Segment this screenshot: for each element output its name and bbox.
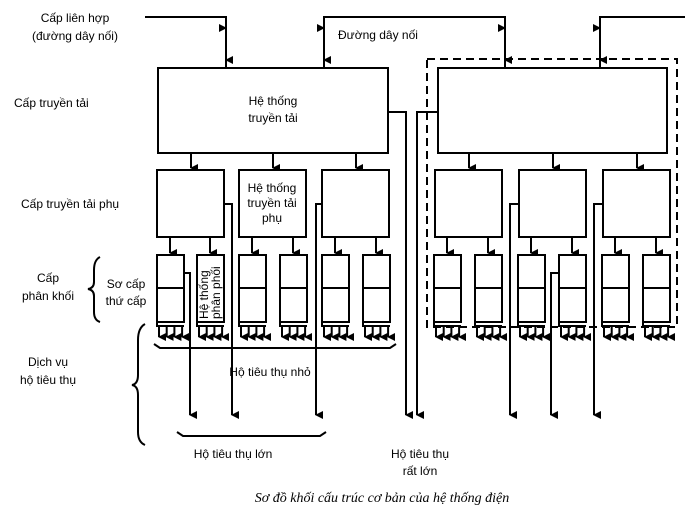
label-service-2: hộ tiêu thụ bbox=[20, 373, 76, 387]
label-primary: Sơ cấp bbox=[107, 277, 146, 291]
transmission-system-box-right bbox=[437, 67, 668, 154]
label-tie-line: Đường dây nối bbox=[338, 28, 418, 42]
label-small-consumers: Hộ tiêu thụ nhỏ bbox=[229, 365, 311, 379]
very-large-feed-left bbox=[388, 111, 413, 419]
label-very-large-2: rất lớn bbox=[403, 464, 438, 478]
distribution-system-1: Hệ thống bbox=[197, 270, 211, 319]
label-interconnect-2: (đường dây nối) bbox=[32, 29, 118, 43]
transmission-system-1: Hệ thống bbox=[249, 94, 298, 108]
large-feed bbox=[550, 272, 559, 419]
label-subtransmission-level: Cấp truyền tải phụ bbox=[21, 197, 119, 211]
subtransmission-system-2: truyền tải bbox=[247, 196, 296, 210]
label-large-consumers: Hộ tiêu thụ lớn bbox=[194, 447, 273, 461]
label-interconnect-1: Cấp liên hợp bbox=[41, 11, 110, 25]
subtransmission-system-3: phụ bbox=[262, 211, 282, 225]
tie-line-left bbox=[145, 16, 227, 68]
subtransmission-system-1: Hệ thống bbox=[248, 181, 297, 195]
large-consumers-brace bbox=[176, 431, 327, 437]
large-feed bbox=[509, 203, 519, 419]
large-feed bbox=[183, 272, 197, 419]
subtransmission-box bbox=[434, 169, 503, 238]
label-transmission-level: Cấp truyền tải bbox=[14, 96, 89, 110]
subtransmission-box bbox=[518, 169, 587, 238]
subtransmission-box bbox=[238, 169, 307, 238]
label-very-large-1: Hộ tiêu thụ bbox=[391, 447, 449, 461]
very-large-feed-right bbox=[416, 111, 438, 419]
tie-line-middle bbox=[323, 16, 506, 68]
label-secondary: thứ cấp bbox=[106, 294, 147, 308]
label-service-1: Dịch vụ bbox=[28, 355, 68, 369]
distribution-system-2: phân phối bbox=[209, 266, 223, 319]
subtransmission-box bbox=[156, 169, 225, 238]
subtransmission-box bbox=[602, 169, 671, 238]
service-brace bbox=[131, 323, 146, 446]
transmission-system-2: truyền tải bbox=[248, 111, 297, 125]
large-feed bbox=[593, 203, 603, 419]
distribution-brace bbox=[87, 256, 101, 323]
distribution-box bbox=[196, 254, 225, 323]
small-consumers-brace bbox=[153, 343, 397, 349]
tie-line-right bbox=[599, 16, 685, 68]
label-distribution-2: phân khối bbox=[22, 289, 74, 303]
large-feed bbox=[315, 203, 323, 419]
subtransmission-box bbox=[321, 169, 390, 238]
label-distribution-1: Cấp bbox=[37, 271, 59, 285]
caption: Sơ đồ khối cấu trúc cơ bản của hệ thống … bbox=[255, 491, 509, 506]
large-feed bbox=[223, 203, 239, 419]
